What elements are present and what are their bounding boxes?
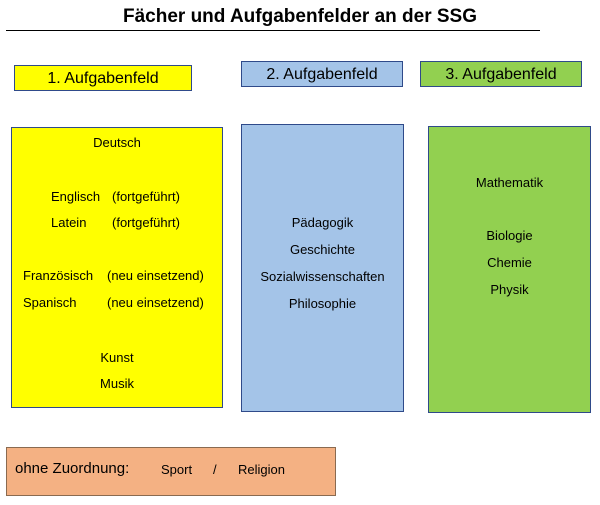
subject-religion: Religion <box>238 462 285 477</box>
field1-header: 1. Aufgabenfeld <box>14 65 192 91</box>
subject-latein-note: (fortgeführt) <box>112 215 180 230</box>
field1-box: Deutsch Englisch (fortgeführt) Latein (f… <box>11 127 223 408</box>
page-title: Fächer und Aufgabenfelder an der SSG <box>122 6 478 27</box>
subject-englisch-note: (fortgeführt) <box>112 189 180 204</box>
subject-franzoesisch: Französisch <box>23 268 94 283</box>
subject-biologie: Biologie <box>486 228 533 243</box>
subject-sport: Sport <box>161 462 193 477</box>
subject-englisch: Englisch <box>51 189 101 204</box>
separator: / <box>213 462 217 477</box>
subject-geschichte: Geschichte <box>289 242 356 257</box>
field3-header-label: 3. Aufgabenfeld <box>445 66 557 83</box>
field3-box: Mathematik Biologie Chemie Physik <box>428 126 591 413</box>
subject-spanisch: Spanisch <box>23 295 77 310</box>
title-underline <box>6 30 540 31</box>
subject-latein: Latein <box>51 215 87 230</box>
field2-box: Pädagogik Geschichte Sozialwissenschafte… <box>241 124 404 412</box>
subject-mathematik: Mathematik <box>475 175 544 190</box>
field2-header-label: 2. Aufgabenfeld <box>266 66 378 83</box>
unassigned-label: ohne Zuordnung: <box>15 460 130 477</box>
subject-spanisch-note: (neu einsetzend) <box>107 295 204 310</box>
subject-philosophie: Philosophie <box>288 296 357 311</box>
subject-physik: Physik <box>490 282 529 297</box>
field1-header-label: 1. Aufgabenfeld <box>47 70 159 87</box>
subject-musik: Musik <box>100 376 134 391</box>
subject-chemie: Chemie <box>487 255 532 270</box>
subject-sozialwissenschaften: Sozialwissenschaften <box>260 269 385 284</box>
field2-header: 2. Aufgabenfeld <box>241 61 403 87</box>
subject-franzoesisch-note: (neu einsetzend) <box>107 268 204 283</box>
subject-deutsch: Deutsch <box>93 135 141 150</box>
subject-paedagogik: Pädagogik <box>291 215 354 230</box>
field3-header: 3. Aufgabenfeld <box>420 61 582 87</box>
subject-kunst: Kunst <box>100 350 134 365</box>
unassigned-box: ohne Zuordnung: Sport / Religion <box>6 447 336 496</box>
